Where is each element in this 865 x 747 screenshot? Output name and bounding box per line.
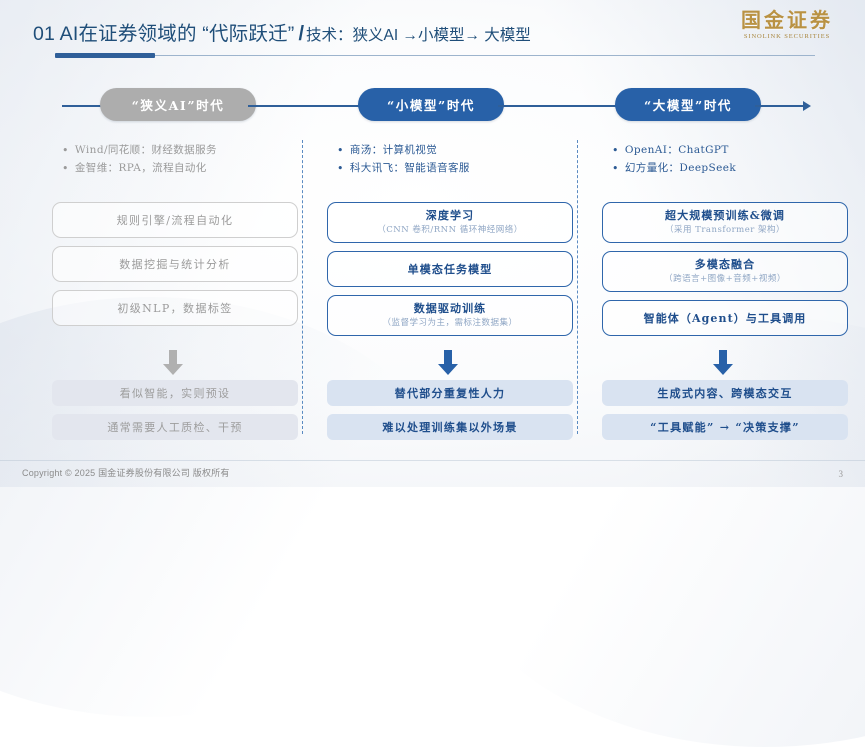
era-timeline: “狭义AI”时代 “小模型”时代 “大模型”时代 (0, 88, 865, 124)
capability-box[interactable]: 数据挖掘与统计分析 (52, 246, 298, 282)
examples-list: • Wind/同花顺：财经数据服务 • 金智维：RPA，流程自动化 (62, 142, 298, 178)
outcome-box[interactable]: “工具赋能” → “决策支撑” (602, 414, 848, 440)
copyright-text: Copyright © 2025 国金证券股份有限公司 版权所有 (22, 468, 230, 478)
page-title: 01 AI在证券领域的 “代际跃迁” / 技术：狭义AI →小模型→ 大模型 (33, 17, 531, 46)
examples-list: • OpenAI：ChatGPT • 幻方量化：DeepSeek (612, 142, 848, 178)
timeline-arrowhead-icon (803, 100, 811, 111)
title-separator: / (298, 23, 305, 45)
capability-note: （CNN 卷积/RNN 循环神经网络） (377, 225, 523, 235)
list-item-label: OpenAI：ChatGPT (624, 144, 729, 156)
list-item: • 科大讯飞：智能语音客服 (337, 160, 573, 177)
down-arrow-icon (163, 350, 183, 375)
capability-box[interactable]: 多模态融合 （跨语言+图像+音频+视频） (602, 251, 848, 292)
timeline-segment-1 (62, 105, 110, 107)
title-underline (55, 53, 815, 58)
bullet-dot-icon: • (62, 162, 69, 175)
capability-title: 单模态任务模型 (407, 262, 493, 276)
bullet-dot-icon: • (612, 144, 619, 157)
capability-box-group: 深度学习 （CNN 卷积/RNN 循环神经网络） 单模态任务模型 数据驱动训练 … (327, 202, 573, 344)
list-item-label: Wind/同花顺：财经数据服务 (74, 144, 217, 156)
timeline-segment-4 (755, 105, 805, 107)
examples-list: • 商汤：计算机视觉 • 科大讯飞：智能语音客服 (337, 142, 573, 178)
capability-title: 多模态融合 (694, 258, 756, 271)
capability-title: 数据挖掘与统计分析 (119, 257, 231, 271)
capability-box-group: 规则引擎/流程自动化 数据挖掘与统计分析 初级NLP，数据标签 (52, 202, 298, 334)
capability-title: 数据驱动训练 (413, 302, 487, 315)
page-number: 3 (838, 469, 844, 479)
list-item: • Wind/同花顺：财经数据服务 (62, 142, 298, 159)
footer-divider (0, 460, 865, 461)
down-arrow-icon (713, 350, 733, 375)
capability-box[interactable]: 初级NLP，数据标签 (52, 290, 298, 326)
bullet-dot-icon: • (337, 162, 344, 175)
slide-header: 01 AI在证券领域的 “代际跃迁” / 技术：狭义AI →小模型→ 大模型 国… (0, 0, 865, 66)
capability-title: 深度学习 (425, 209, 475, 222)
logo-english-name: SINOLINK SECURITIES (743, 33, 831, 40)
list-item-label: 幻方量化：DeepSeek (624, 162, 737, 174)
capability-title: 初级NLP，数据标签 (117, 301, 233, 315)
outcome-box[interactable]: 替代部分重复性人力 (327, 380, 573, 406)
list-item-label: 金智维：RPA，流程自动化 (74, 162, 207, 174)
column-divider-2 (577, 140, 578, 434)
list-item: • 金智维：RPA，流程自动化 (62, 160, 298, 177)
page-title-main: 01 AI在证券领域的 “代际跃迁” (33, 23, 295, 45)
outcome-box[interactable]: 看似智能，实则预设 (52, 380, 298, 406)
title-underline-base (55, 54, 815, 56)
timeline-segment-3 (498, 105, 630, 107)
list-item-label: 商汤：计算机视觉 (349, 144, 438, 156)
outcome-box[interactable]: 难以处理训练集以外场景 (327, 414, 573, 440)
list-item: • OpenAI：ChatGPT (612, 142, 848, 159)
capability-note: （跨语言+图像+音频+视频） (664, 274, 786, 284)
outcome-box-group: 生成式内容、跨模态交互 “工具赋能” → “决策支撑” (602, 380, 848, 448)
page-title-sub: 技术：狭义AI →小模型→ 大模型 (306, 27, 531, 44)
timeline-stage-small-model[interactable]: “小模型”时代 (358, 88, 504, 121)
capability-note: （监督学习为主，需标注数据集） (382, 318, 518, 328)
capability-title: 智能体（Agent）与工具调用 (643, 311, 807, 325)
bullet-dot-icon: • (337, 144, 344, 157)
company-logo: 国金证券 SINOLINK SECURITIES (727, 8, 847, 52)
capability-box[interactable]: 深度学习 （CNN 卷积/RNN 循环神经网络） (327, 202, 573, 243)
era-columns: • Wind/同花顺：财经数据服务 • 金智维：RPA，流程自动化 规则引擎/流… (0, 132, 865, 442)
capability-box[interactable]: 智能体（Agent）与工具调用 (602, 300, 848, 336)
column-divider-1 (302, 140, 303, 434)
capability-box-group: 超大规模预训练&微调 （采用 Transformer 架构） 多模态融合 （跨语… (602, 202, 848, 344)
capability-box[interactable]: 超大规模预训练&微调 （采用 Transformer 架构） (602, 202, 848, 243)
bullet-dot-icon: • (612, 162, 619, 175)
outcome-box[interactable]: 通常需要人工质检、干预 (52, 414, 298, 440)
title-underline-accent (55, 53, 155, 58)
outcome-box-group: 替代部分重复性人力 难以处理训练集以外场景 (327, 380, 573, 448)
outcome-box[interactable]: 生成式内容、跨模态交互 (602, 380, 848, 406)
capability-box[interactable]: 单模态任务模型 (327, 251, 573, 287)
timeline-segment-2 (248, 105, 396, 107)
capability-box[interactable]: 数据驱动训练 （监督学习为主，需标注数据集） (327, 295, 573, 336)
bullet-dot-icon: • (62, 144, 69, 157)
capability-note: （采用 Transformer 架构） (664, 225, 786, 235)
down-arrow-icon (438, 350, 458, 375)
list-item: • 幻方量化：DeepSeek (612, 160, 848, 177)
capability-title: 超大规模预训练&微调 (665, 209, 785, 222)
logo-chinese-name: 国金证券 (741, 8, 833, 32)
list-item-label: 科大讯飞：智能语音客服 (349, 162, 470, 174)
timeline-stage-narrow-ai[interactable]: “狭义AI”时代 (100, 88, 256, 121)
capability-box[interactable]: 规则引擎/流程自动化 (52, 202, 298, 238)
timeline-stage-large-model[interactable]: “大模型”时代 (615, 88, 761, 121)
list-item: • 商汤：计算机视觉 (337, 142, 573, 159)
outcome-box-group: 看似智能，实则预设 通常需要人工质检、干预 (52, 380, 298, 448)
capability-title: 规则引擎/流程自动化 (116, 213, 234, 227)
